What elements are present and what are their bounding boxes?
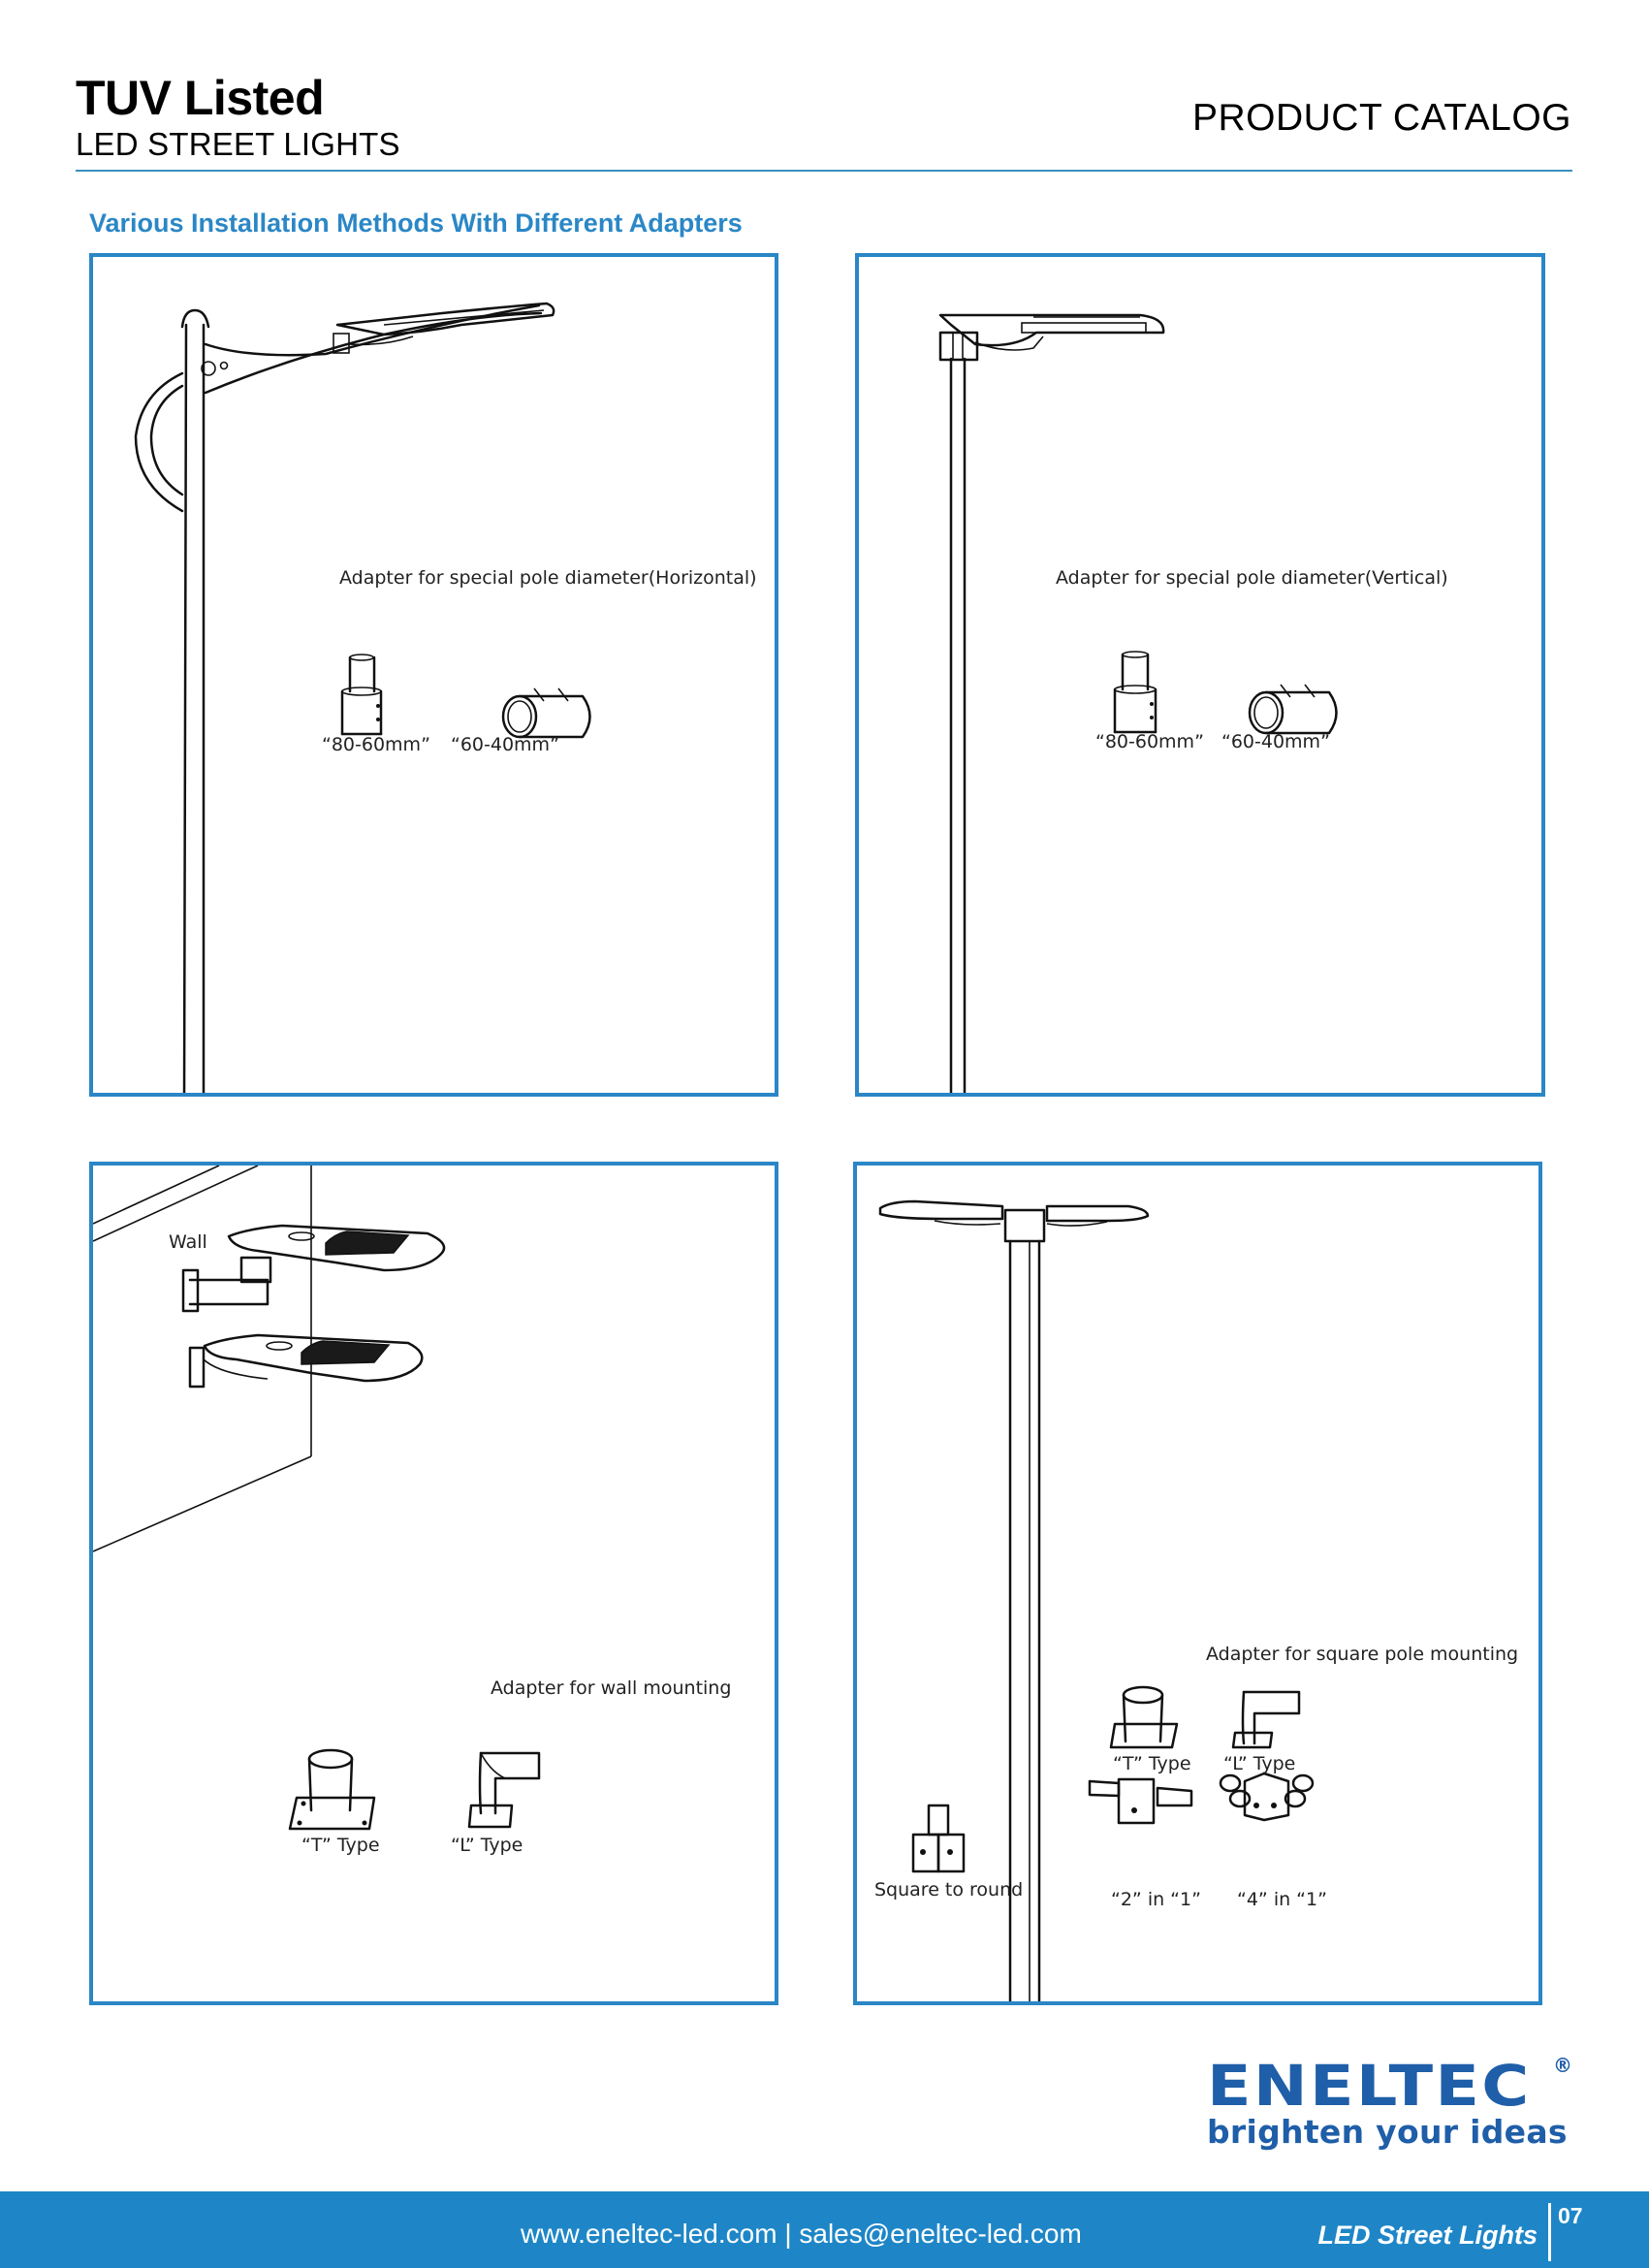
brand-logo: ENELTEC ® brighten your ideas xyxy=(1207,2053,1585,2155)
brand-tagline: brighten your ideas xyxy=(1207,2113,1568,2151)
catalog-label: PRODUCT CATALOG xyxy=(1191,97,1571,139)
square-to-round-label: Square to round xyxy=(874,1879,1024,1901)
vertical-adapter-caption: Adapter for special pole diameter(Vertic… xyxy=(1056,567,1448,589)
brand-name: ENELTEC xyxy=(1207,2053,1532,2119)
adapter-label-60-40mm: “60-40mm” xyxy=(1221,731,1330,752)
square-pole-double-lamp-illustration xyxy=(878,1199,1150,2001)
adapter-label-l-type: “L” Type xyxy=(1223,1753,1296,1774)
adapter-label-t-type: “T” Type xyxy=(1113,1753,1191,1774)
adapter-label-l-type: “L” Type xyxy=(451,1835,523,1856)
adapter-label-2-in-1: “2” in “1” xyxy=(1111,1889,1201,1910)
adapter-label-4-in-1: “4” in “1” xyxy=(1237,1889,1327,1910)
registered-mark-icon: ® xyxy=(1553,2054,1572,2077)
adapter-label-t-type: “T” Type xyxy=(301,1835,380,1856)
horizontal-pole-lamp-illustration xyxy=(134,302,555,1093)
footer-divider xyxy=(1548,2203,1551,2261)
document-subtitle: LED STREET LIGHTS xyxy=(76,126,400,162)
wall-mount-illustration xyxy=(93,1166,446,1552)
adapter-label-80-60mm: “80-60mm” xyxy=(1095,731,1204,752)
vertical-pole-lamp-illustration xyxy=(938,313,1165,1093)
section-title: Various Installation Methods With Differ… xyxy=(89,208,743,238)
document-title: TUV Listed xyxy=(76,71,325,125)
footer-bar: www.eneltec-led.com | sales@eneltec-led.… xyxy=(0,2191,1649,2268)
adapter-label-60-40mm: “60-40mm” xyxy=(451,734,559,755)
horizontal-adapter-caption: Adapter for special pole diameter(Horizo… xyxy=(339,567,757,589)
footer-section-label: LED Street Lights xyxy=(1317,2220,1538,2250)
panel-wall-installation: Wall Adapter for wall mounting “T” Type … xyxy=(89,1162,778,2005)
panel-vertical-installation: Adapter for special pole diameter(Vertic… xyxy=(855,253,1545,1097)
adapter-label-80-60mm: “80-60mm” xyxy=(322,734,430,755)
square-pole-adapter-caption: Adapter for square pole mounting xyxy=(1206,1644,1519,1665)
page-number: 07 xyxy=(1558,2203,1583,2228)
header-divider xyxy=(76,170,1572,172)
wall-adapter-caption: Adapter for wall mounting xyxy=(491,1677,732,1699)
panel-square-pole-installation: Adapter for square pole mounting xyxy=(853,1162,1542,2005)
footer-contact: www.eneltec-led.com | sales@eneltec-led.… xyxy=(521,2219,1082,2249)
wall-label: Wall xyxy=(169,1231,207,1253)
panel-horizontal-installation: Adapter for special pole diameter(Horizo… xyxy=(89,253,778,1097)
